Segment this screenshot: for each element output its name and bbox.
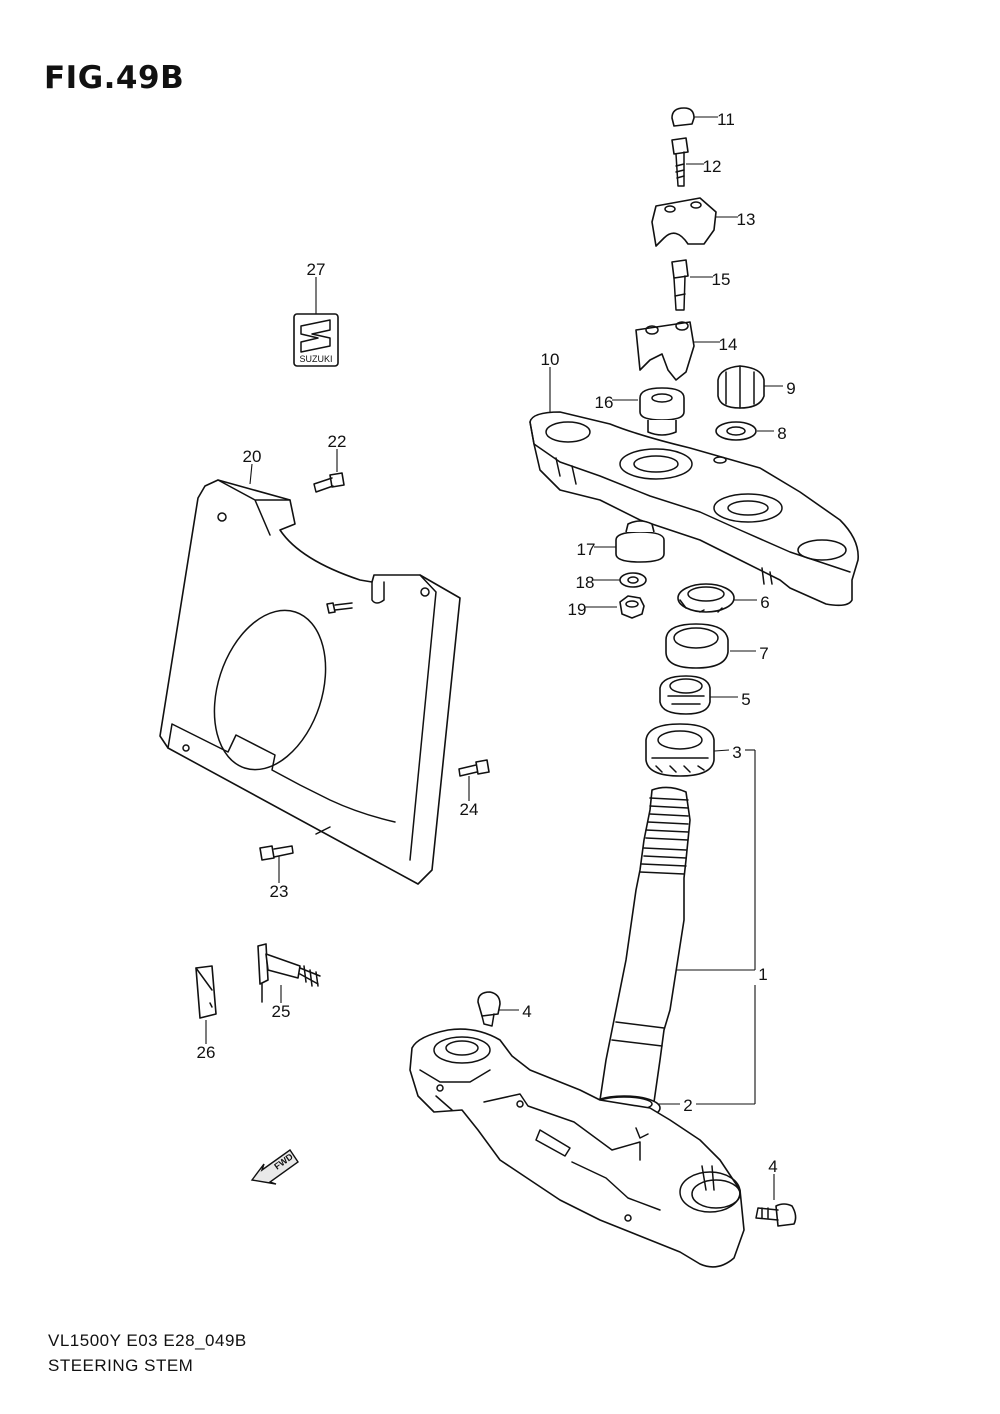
callout-label-c15[interactable]: 15 <box>712 270 731 289</box>
callout-label-c1[interactable]: 1 <box>758 965 767 984</box>
callout-label-c4b[interactable]: 4 <box>768 1157 777 1176</box>
clip-part-26[interactable] <box>195 965 217 1019</box>
suzuki-emblem-part-27[interactable]: SUZUKI <box>293 313 339 367</box>
stem-nut-part-9[interactable] <box>717 365 765 409</box>
callout-label-c6[interactable]: 6 <box>760 593 769 612</box>
handlebar-clamp-upper-part-13[interactable] <box>651 197 717 247</box>
nut-part-19[interactable] <box>619 595 645 619</box>
callout-label-c24[interactable]: 24 <box>460 800 479 819</box>
callout-label-c14[interactable]: 14 <box>719 335 738 354</box>
cover-panel-part-20[interactable] <box>159 479 461 885</box>
bolt-part-22[interactable] <box>313 472 345 493</box>
bolt-part-4-lower[interactable] <box>755 1203 797 1227</box>
fwd-direction-arrow: FWD <box>250 1149 299 1185</box>
emblem-text: SUZUKI <box>299 354 332 364</box>
callout-label-c25[interactable]: 25 <box>272 1002 291 1021</box>
callout-layer: 1234456789101112131415161718192021222324… <box>197 110 796 1200</box>
callout-label-c12[interactable]: 12 <box>703 157 722 176</box>
bolt-part-23[interactable] <box>259 845 294 861</box>
section-name: STEERING STEM <box>48 1356 194 1375</box>
model-code: VL1500Y E03 E28_049B <box>48 1331 247 1350</box>
callout-label-c27[interactable]: 27 <box>307 260 326 279</box>
callout-label-c10[interactable]: 10 <box>541 350 560 369</box>
callout-label-c18[interactable]: 18 <box>576 573 595 592</box>
callout-label-c26[interactable]: 26 <box>197 1043 216 1062</box>
callout-label-c9[interactable]: 9 <box>786 379 795 398</box>
callout-label-c20[interactable]: 20 <box>243 447 262 466</box>
bolt-part-12[interactable] <box>671 137 689 187</box>
latch-part-25[interactable] <box>257 943 321 1003</box>
callout-label-c16[interactable]: 16 <box>595 393 614 412</box>
callout-label-c4a[interactable]: 4 <box>522 1002 531 1021</box>
callout-label-c23[interactable]: 23 <box>270 882 289 901</box>
steering-stem-part-1[interactable] <box>599 786 691 1103</box>
callout-label-c8[interactable]: 8 <box>777 424 786 443</box>
callout-label-c11[interactable]: 11 <box>717 110 735 129</box>
washer-part-18[interactable] <box>619 572 647 588</box>
callout-label-c2[interactable]: 2 <box>683 1096 692 1115</box>
bolt-part-15[interactable] <box>671 259 689 311</box>
bolt-part-24[interactable] <box>458 759 490 777</box>
cushion-part-17[interactable] <box>615 520 665 563</box>
lower-bracket[interactable] <box>409 1028 745 1268</box>
callout-label-c13[interactable]: 13 <box>737 210 756 229</box>
ring-nut-part-6[interactable] <box>677 583 735 613</box>
bolt-part-4-upper[interactable] <box>477 991 501 1027</box>
handlebar-holder-lower-part-14[interactable] <box>635 321 695 381</box>
upper-bracket-part-10[interactable] <box>529 411 859 607</box>
bearing-part-5[interactable] <box>659 675 711 715</box>
washer-part-8[interactable] <box>715 421 757 441</box>
screw-part-21[interactable] <box>326 602 353 614</box>
callout-label-c5[interactable]: 5 <box>741 690 750 709</box>
dust-seal-part-7[interactable] <box>665 623 729 669</box>
cushion-part-16[interactable] <box>639 387 685 436</box>
figure-title: FIG.49B <box>44 60 185 96</box>
callout-label-c22[interactable]: 22 <box>328 432 347 451</box>
callout-label-c3[interactable]: 3 <box>732 743 741 762</box>
callout-label-c17[interactable]: 17 <box>577 540 596 559</box>
callout-label-c19[interactable]: 19 <box>568 600 587 619</box>
callout-label-c7[interactable]: 7 <box>759 644 768 663</box>
cap-part-11[interactable] <box>671 107 695 127</box>
bearing-part-3[interactable] <box>645 723 715 777</box>
leader-line-c20 <box>249 463 253 485</box>
